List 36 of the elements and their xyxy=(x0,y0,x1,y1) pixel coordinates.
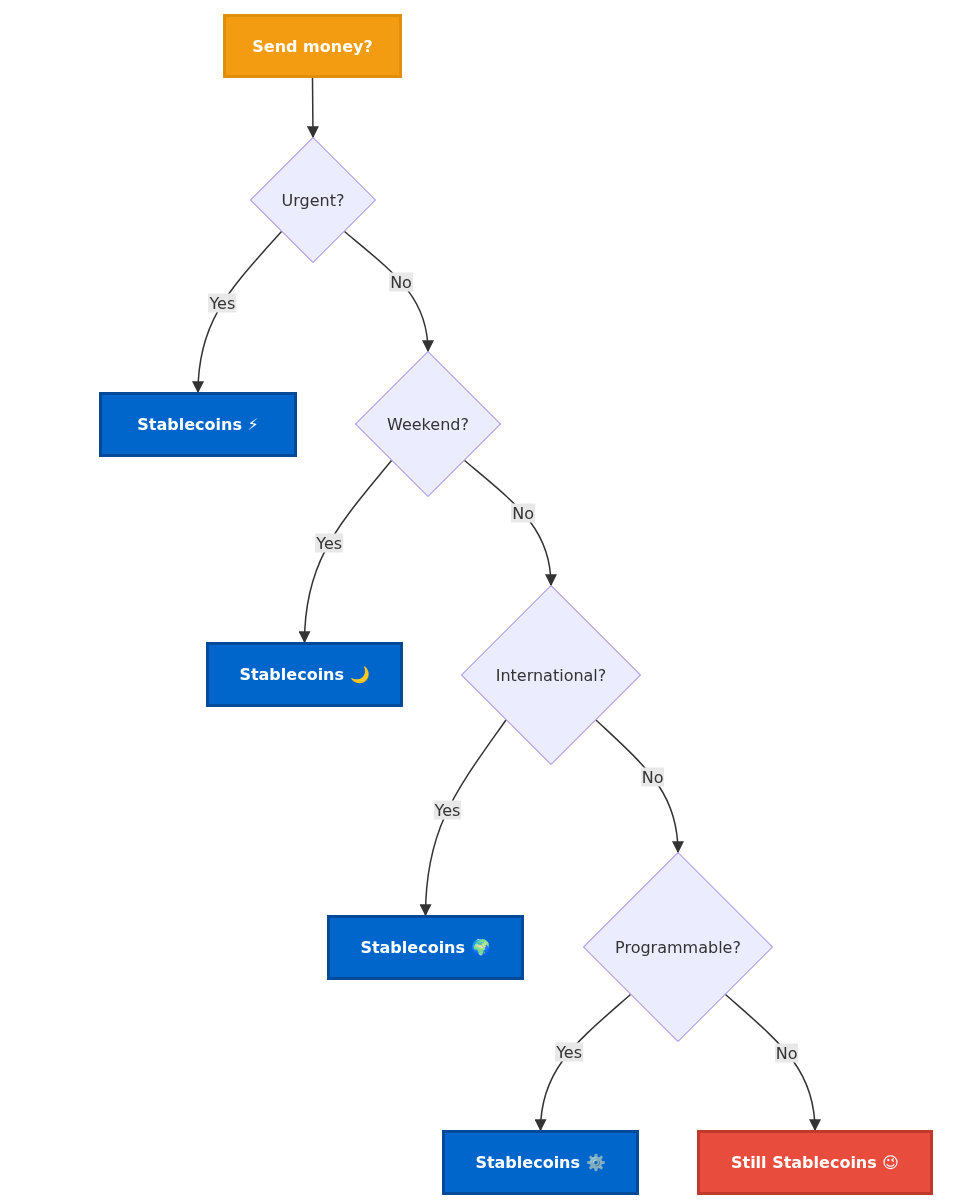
node-label: Weekend? xyxy=(387,414,469,434)
edge-label: Yes xyxy=(433,800,462,820)
edge-label: No xyxy=(774,1043,799,1062)
edge-label: No xyxy=(511,503,535,523)
result-box xyxy=(206,642,403,707)
node-label: Programmable? xyxy=(615,937,741,957)
arrow xyxy=(463,459,557,587)
decision-diamond xyxy=(583,852,773,1042)
edge-label: Yes xyxy=(315,533,344,553)
decision-diamond xyxy=(250,137,376,263)
arrow xyxy=(419,719,507,917)
arrow xyxy=(192,230,283,394)
arrow xyxy=(595,719,684,854)
edge-label: No xyxy=(640,767,665,787)
node-label: Still Stablecoins 😉 xyxy=(730,1153,900,1172)
result-box xyxy=(327,915,524,980)
node-label: Stablecoins 🌙 xyxy=(239,665,370,684)
decision-diamond xyxy=(355,351,501,497)
node-label: Stablecoins ⚡ xyxy=(137,415,259,434)
result-box xyxy=(99,392,297,457)
final-box xyxy=(697,1130,933,1195)
arrow xyxy=(306,77,319,139)
node-label: International? xyxy=(495,665,607,685)
node-label: Send money? xyxy=(252,36,373,56)
node-label: Urgent? xyxy=(281,190,345,210)
node-label: Stablecoins ⚙ xyxy=(475,1153,606,1172)
edge-label: Yes xyxy=(555,1042,583,1062)
result-box xyxy=(442,1130,639,1195)
decision-diamond xyxy=(461,585,641,765)
start-box xyxy=(223,14,402,78)
edge-label: No xyxy=(389,272,413,292)
edge-label: Yes xyxy=(208,293,237,313)
node-label: Stablecoins 🌍 xyxy=(360,938,491,957)
arrow xyxy=(724,993,821,1132)
arrow xyxy=(343,230,434,353)
arrow xyxy=(298,459,393,644)
